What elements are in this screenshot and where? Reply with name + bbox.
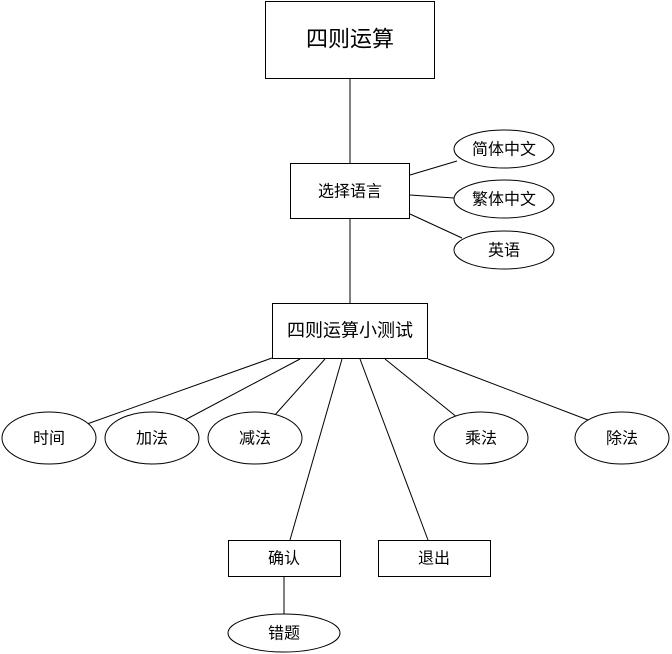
node-language-label: 选择语言 bbox=[318, 182, 382, 201]
node-traditional-label: 繁体中文 bbox=[472, 190, 536, 209]
connectors bbox=[86, 79, 589, 614]
node-exit: 退出 bbox=[378, 540, 491, 577]
node-divide: 除法 bbox=[574, 411, 670, 465]
node-english-label: 英语 bbox=[488, 241, 520, 260]
node-multiply-shape bbox=[433, 411, 529, 465]
node-time-label: 时间 bbox=[33, 429, 65, 448]
node-subtract-label: 减法 bbox=[239, 429, 271, 448]
node-multiply: 乘法 bbox=[433, 411, 529, 465]
edge-quiz-time bbox=[86, 357, 273, 425]
node-divide-shape bbox=[574, 411, 670, 465]
edge-quiz-add bbox=[182, 358, 301, 422]
node-quiz: 四则运算小测试 bbox=[272, 303, 428, 359]
node-add-label: 加法 bbox=[136, 429, 168, 448]
node-language-box bbox=[290, 163, 410, 219]
edge-quiz-subtract bbox=[273, 358, 326, 417]
node-quiz-label: 四则运算小测试 bbox=[287, 321, 413, 342]
node-mistakes-shape bbox=[227, 613, 341, 653]
node-english: 英语 bbox=[453, 230, 555, 270]
node-simplified-label: 简体中文 bbox=[472, 140, 536, 159]
node-root-label: 四则运算 bbox=[306, 28, 394, 53]
node-traditional-shape bbox=[453, 179, 555, 219]
node-confirm-label: 确认 bbox=[268, 549, 300, 568]
node-exit-label: 退出 bbox=[418, 549, 450, 568]
edge-quiz-confirm bbox=[289, 358, 343, 541]
node-subtract-shape bbox=[207, 411, 303, 465]
edge-language-simplified bbox=[409, 160, 458, 176]
node-add-shape bbox=[104, 411, 200, 465]
edge-quiz-multiply bbox=[384, 358, 459, 419]
node-language: 选择语言 bbox=[290, 163, 410, 219]
node-confirm: 确认 bbox=[228, 540, 341, 577]
edge-quiz-exit bbox=[359, 358, 429, 541]
edge-quiz-divide bbox=[427, 358, 589, 421]
node-add: 加法 bbox=[104, 411, 200, 465]
edge-language-english bbox=[409, 213, 463, 239]
node-english-shape bbox=[453, 230, 555, 270]
node-mistakes-label: 错题 bbox=[268, 624, 300, 643]
node-simplified: 简体中文 bbox=[453, 129, 555, 169]
edge-language-traditional bbox=[409, 194, 455, 199]
node-time: 时间 bbox=[1, 411, 97, 465]
node-exit-box bbox=[378, 540, 491, 577]
node-mistakes: 错题 bbox=[227, 613, 341, 653]
node-confirm-box bbox=[228, 540, 341, 577]
node-divide-label: 除法 bbox=[606, 429, 638, 448]
node-traditional: 繁体中文 bbox=[453, 179, 555, 219]
node-root: 四则运算 bbox=[265, 1, 435, 79]
node-quiz-box bbox=[272, 303, 428, 359]
node-time-shape bbox=[1, 411, 97, 465]
node-root-box bbox=[265, 1, 435, 79]
node-subtract: 减法 bbox=[207, 411, 303, 465]
node-multiply-label: 乘法 bbox=[465, 429, 497, 448]
node-simplified-shape bbox=[453, 129, 555, 169]
